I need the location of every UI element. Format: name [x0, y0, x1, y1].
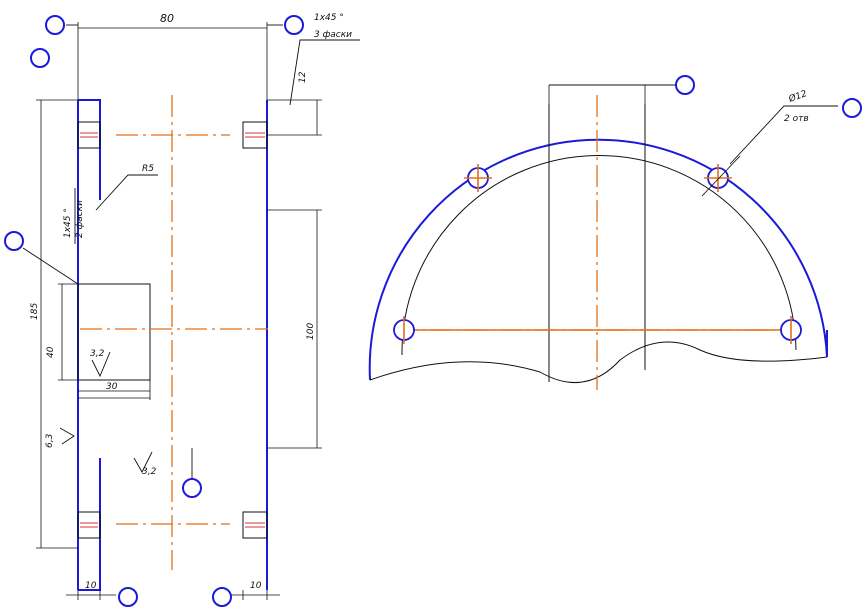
- marker-circle-7[interactable]: [212, 587, 232, 607]
- dim-bottom-right: 10: [250, 581, 262, 591]
- outline-bottom-lugs: [78, 458, 101, 591]
- bore-top-right: [242, 121, 268, 149]
- roughness-slot-sign: [91, 351, 111, 378]
- chamfer-note-top-sub: 3 фаски: [314, 30, 352, 40]
- roughness-slot: 3,2: [90, 349, 105, 359]
- marker-circle-9[interactable]: [842, 98, 862, 118]
- marker-4-leader: [22, 247, 79, 285]
- inner-arc: [401, 155, 797, 356]
- roughness-side-sign: [59, 427, 75, 445]
- right-view-markers: [675, 75, 862, 118]
- dim-top-right: 12: [298, 71, 308, 83]
- hole-left-bottom: [393, 316, 415, 344]
- roughness-bottom-sign: [133, 451, 153, 473]
- outline-top-left-lug: [78, 99, 101, 200]
- side-view: Ø12 2 отв: [368, 84, 838, 390]
- marker-circle-1[interactable]: [45, 15, 65, 35]
- front-view: 80 1x45 ° 3 фаски 12 R5 1x45 ° 2 фаски 1…: [30, 12, 360, 600]
- marker-circle-5[interactable]: [182, 478, 202, 498]
- marker-circle-4[interactable]: [4, 231, 24, 251]
- dim-inner-height: 100: [306, 323, 316, 340]
- chamfer-leader-top: [289, 39, 360, 106]
- chamfer-note-left-sub: 2 фаски: [75, 200, 85, 238]
- marker-circle-2[interactable]: [284, 15, 304, 35]
- marker-circle-6[interactable]: [118, 587, 138, 607]
- hole-left-top: [464, 164, 492, 192]
- left-view-markers: [4, 15, 304, 607]
- marker-circle-3[interactable]: [30, 48, 50, 68]
- hole-note-sub: 2 отв: [784, 114, 809, 124]
- bore-bottom-right: [242, 511, 268, 539]
- bottom-contour: [369, 341, 828, 384]
- hole-right-top: [701, 155, 741, 197]
- chamfer-note-top: 1x45 °: [314, 13, 344, 23]
- side-slot: [77, 283, 151, 381]
- marker-circle-8[interactable]: [675, 75, 695, 95]
- roughness-side: 6,3: [45, 433, 55, 448]
- roughness-bottom: 3,2: [142, 467, 157, 477]
- dim-slot-height: 40: [46, 346, 56, 358]
- radius-leader: [95, 174, 158, 211]
- bore-bottom-left: [77, 511, 101, 539]
- dim-overall-height: 185: [30, 303, 40, 320]
- radius-note: R5: [142, 164, 154, 174]
- chamfer-note-left: 1x45 °: [63, 208, 73, 238]
- outer-arc: [368, 138, 828, 381]
- dim-slot-width: 30: [106, 382, 118, 392]
- dim-top-width: 80: [160, 12, 174, 25]
- dim-bottom-left: 10: [85, 581, 97, 591]
- hole-right-bottom: [780, 316, 802, 344]
- bore-top-left: [77, 121, 101, 149]
- hole-note-leader: [729, 105, 838, 165]
- hole-note: Ø12: [786, 88, 808, 105]
